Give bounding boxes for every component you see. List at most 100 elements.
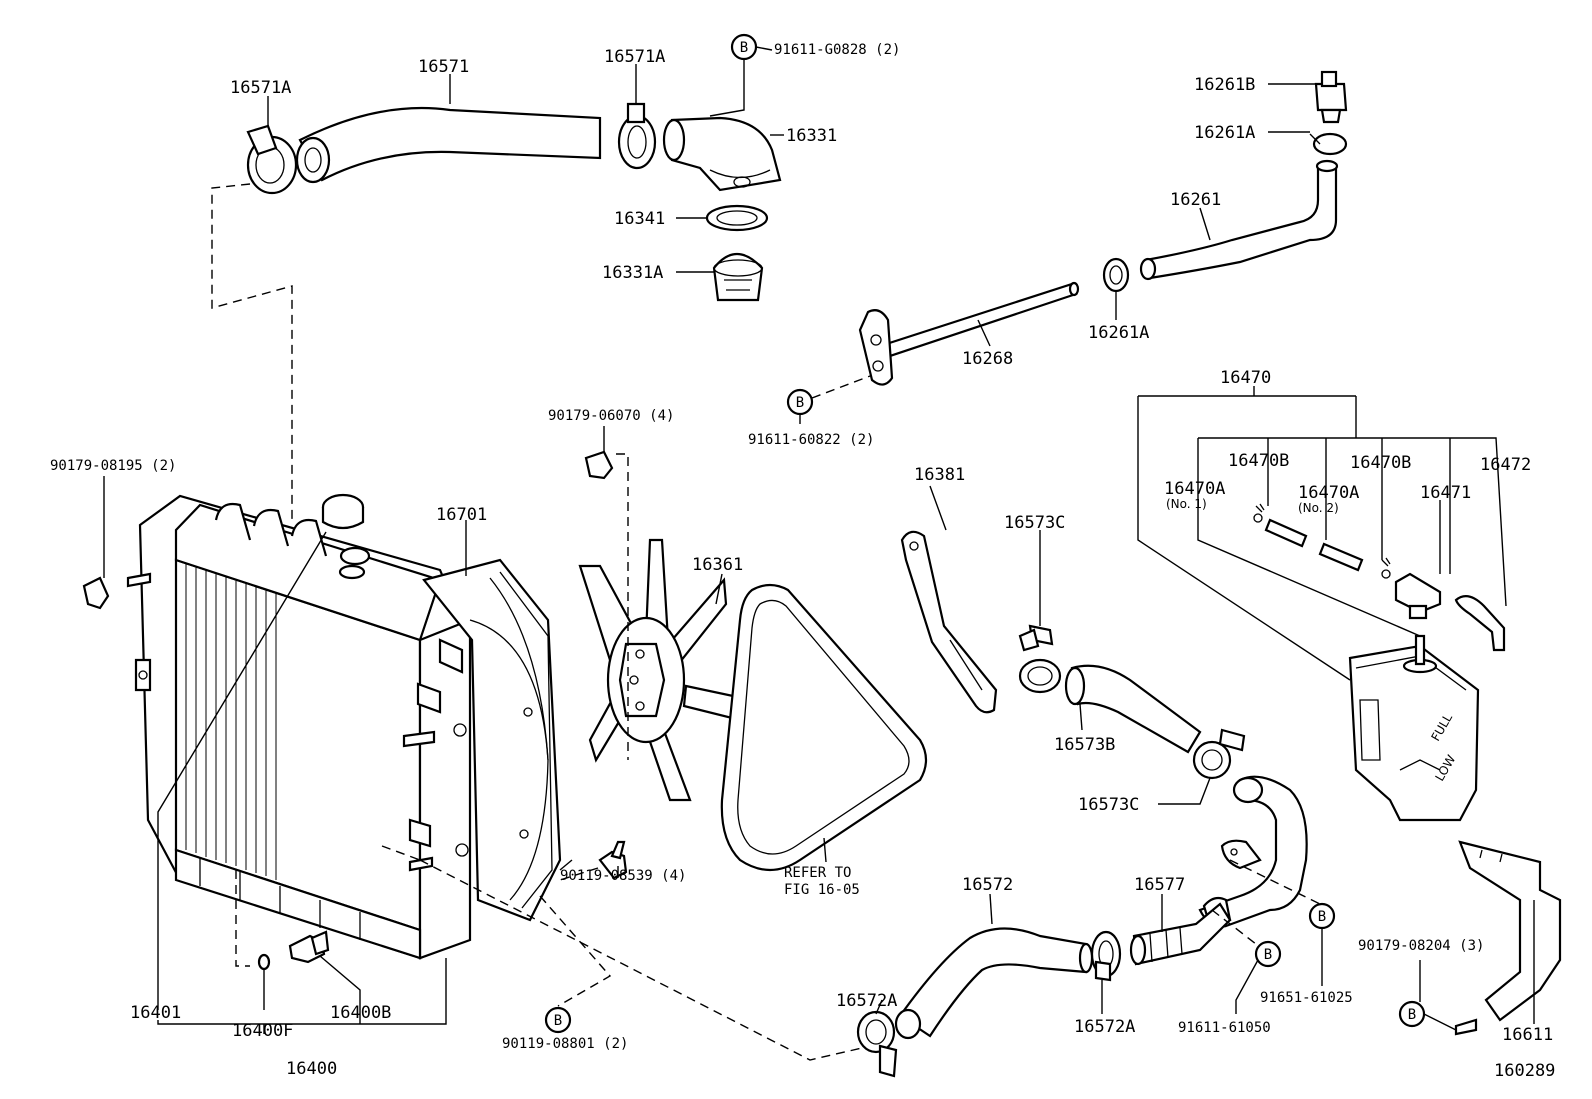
hose-16470a-no2 [1318,542,1364,572]
label-16400f: 16400F [232,1021,293,1041]
bolt-marker-letter: B [1408,1007,1416,1023]
clamp-16573c-bottom [1192,728,1246,780]
bolt-marker-b-pipe: B [786,375,871,416]
pipe-16577 [1129,902,1232,966]
label-refer-fig: FIG 16-05 [784,882,860,898]
hose-clamp-16571a-left [246,124,298,195]
fan-shroud-16701 [422,558,562,922]
bolt-marker-b-91651-61025: B [1308,902,1336,930]
label-16470a-no1: 16470A [1164,479,1225,499]
clip-16470b-1 [1253,503,1265,523]
drain-cock-16400b [288,930,330,964]
hose-16573b [1064,664,1202,754]
cooling-fan-16361 [578,538,754,802]
label-90179-08204: 90179-08204 (3) [1358,938,1484,954]
label-16701: 16701 [436,505,487,525]
upper-radiator-hose [295,106,602,184]
label-16571: 16571 [418,57,469,77]
bolt-marker-b-top: B [709,33,773,117]
label-16470a-no2: 16470A [1298,483,1359,503]
label-16361: 16361 [692,555,743,575]
label-16401: 16401 [130,1003,181,1023]
radiator-16400 [134,493,472,960]
label-16261: 16261 [1170,190,1221,210]
label-16470a-no1-sub: (No. 1) [1166,497,1207,511]
hose-16472 [1454,595,1506,652]
hose-clamp-16571a-right [617,102,657,170]
label-16400b: 16400B [330,1003,391,1023]
label-16470: 16470 [1220,368,1271,388]
label-16470b-1: 16470B [1228,451,1289,471]
sensor-16261b [1314,70,1348,124]
washer-16400f [257,953,271,971]
label-16471: 16471 [1420,483,1471,503]
label-16261a-top: 16261A [1194,123,1255,143]
bolt-90119-08539 [559,840,628,881]
lower-hose-16572 [894,927,1094,1040]
bolt-marker-b-91611-61050: B [1254,940,1282,968]
label-16470a-no2-sub: (No. 2) [1298,501,1339,515]
v-belt [720,583,928,871]
bypass-hose-16261 [1139,159,1339,281]
label-16268: 16268 [962,349,1013,369]
label-refer-to: REFER TO [784,865,851,881]
label-16577: 16577 [1134,875,1185,895]
label-91611-g0828: 91611-G0828 (2) [774,42,900,58]
bolt-marker-b-radiator: B [544,1006,572,1034]
label-16261a-bottom: 16261A [1088,323,1149,343]
clamp-16261a-top [1309,132,1348,156]
clamp-16572a-left [856,1010,898,1078]
thermostat-16331a [712,253,764,302]
bracket-16381 [900,530,998,714]
label-90179-08195: 90179-08195 (2) [50,458,176,474]
gasket-16341 [705,204,769,232]
reservoir-tank-16470: FULL LOW [1348,634,1480,822]
water-inlet-pipe [1198,775,1308,928]
nut-90179-08195 [82,494,152,610]
hose-16470a-no1 [1264,518,1308,548]
nut-90179-06070 [584,450,629,760]
label-16470b-2: 16470B [1350,453,1411,473]
label-16611: 16611 [1502,1025,1553,1045]
bolt-marker-letter: B [740,40,748,56]
clamp-16572a-right [1090,930,1122,982]
bolt-marker-letter: B [1318,909,1326,925]
clamp-16573c-top [1018,624,1062,694]
label-16331: 16331 [786,126,837,146]
label-16261b: 16261B [1194,75,1255,95]
bolt-marker-letter: B [1264,947,1272,963]
reservoir-cap-16471 [1394,572,1442,620]
label-16381: 16381 [914,465,965,485]
label-16573c-bottom: 16573C [1078,795,1139,815]
label-16572: 16572 [962,875,1013,895]
clamp-16261a-bottom [1102,257,1130,293]
radiator-bolts [402,730,436,872]
bolt-marker-letter: B [796,395,804,411]
label-16572a-left: 16572A [836,991,897,1011]
label-16472: 16472 [1480,455,1531,475]
clip-16470b-2 [1381,557,1391,579]
assembly-dashed-lines [211,183,1321,1061]
label-91611-60822: 91611-60822 (2) [748,432,874,448]
bracket-16611 [1454,840,1562,1036]
water-outlet-16331 [662,116,782,192]
label-16331a: 16331A [602,263,663,283]
bolt-marker-b-90179-08204: B [1398,1000,1426,1028]
label-16571a-right: 16571A [604,47,665,67]
label-16400: 16400 [286,1059,337,1079]
label-90119-08539: 90119-08539 (4) [560,868,686,884]
bolt-marker-letter: B [554,1013,562,1029]
label-16571a-left: 16571A [230,78,291,98]
label-16341: 16341 [614,209,665,229]
figure-number: 160289 [1494,1061,1555,1081]
label-16573b: 16573B [1054,735,1115,755]
water-pipe-16268 [858,281,1080,386]
label-90119-08801: 90119-08801 (2) [502,1036,628,1052]
label-91651-61025: 91651-61025 [1260,990,1353,1006]
leader-lines [103,64,1535,1034]
part-labels: 16571A 16571 16571A 91611-G0828 (2) 1633… [50,42,1555,1081]
label-16573c-top: 16573C [1004,513,1065,533]
label-16572a-right: 16572A [1074,1017,1135,1037]
